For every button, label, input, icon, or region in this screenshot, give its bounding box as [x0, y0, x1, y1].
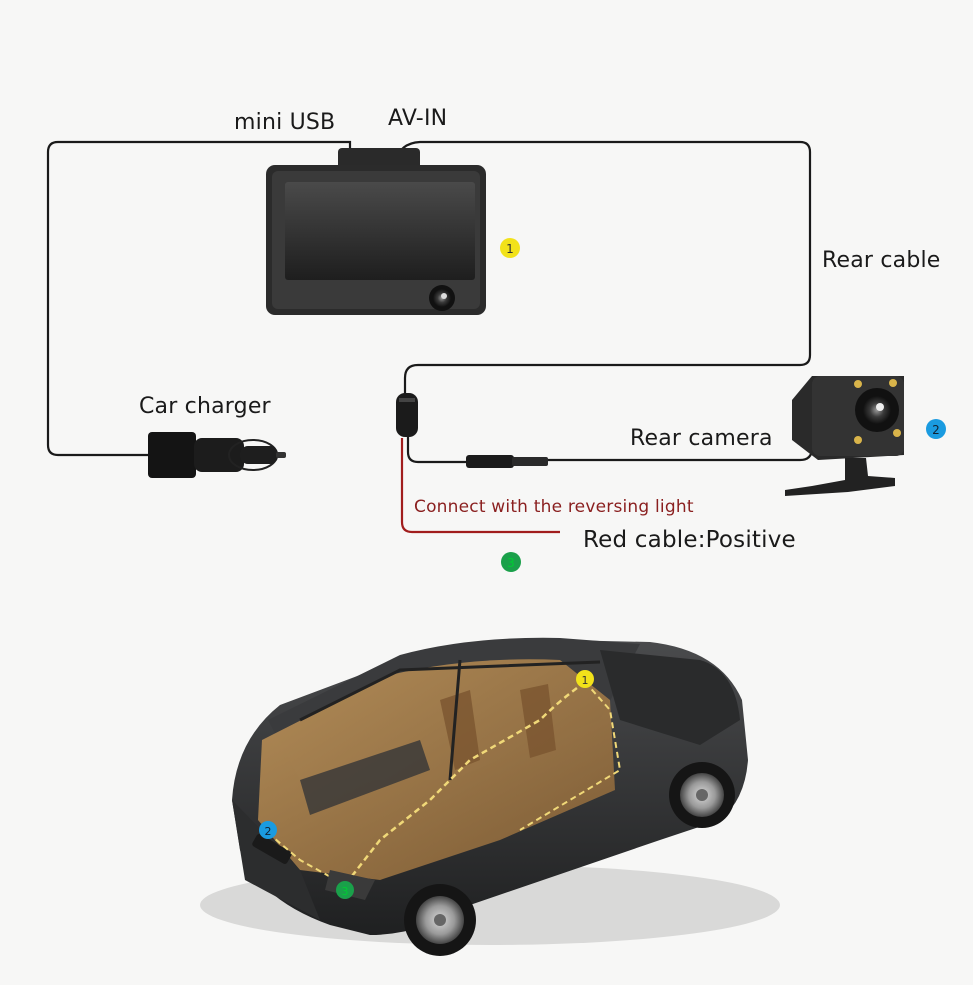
car-charger: [148, 432, 286, 478]
car-marker-1-dot: [576, 670, 594, 688]
marker-2: 2: [926, 419, 946, 439]
dashcam-device: [266, 148, 486, 315]
car-marker-2-num: 2: [265, 825, 272, 838]
car-marker-1-num: 1: [582, 674, 589, 687]
av-in-label: AV-IN: [388, 106, 448, 131]
marker-1-dot: [500, 238, 520, 258]
car-illustration: [200, 637, 780, 956]
rear-camera-label: Rear camera: [630, 426, 773, 451]
marker-3-dot: [501, 552, 521, 572]
rear-cable-label: Rear cable: [822, 248, 941, 273]
marker-2-num: 2: [932, 423, 940, 437]
marker-1: 1: [500, 238, 520, 258]
reversing-light-label: Connect with the reversing light: [414, 497, 694, 517]
car-marker-3-dot: [336, 881, 354, 899]
marker-2-dot: [926, 419, 946, 439]
car-marker-2: 2: [259, 821, 277, 839]
car-charger-label: Car charger: [139, 394, 271, 419]
rca-connector: [466, 455, 548, 468]
red-cable: [400, 438, 560, 534]
marker-1-num: 1: [506, 242, 514, 256]
mini-usb-label: mini USB: [234, 110, 336, 135]
car-marker-3-num: 3: [342, 885, 349, 898]
mini-usb-cable: [46, 140, 352, 457]
marker-3-num: 3: [507, 556, 515, 570]
car-marker-3: 3: [336, 881, 354, 899]
cable-connector: [396, 393, 418, 437]
red-cable-label: Red cable:Positive: [583, 527, 796, 553]
rear-camera: [785, 376, 904, 496]
marker-3: 3: [501, 552, 521, 572]
car-marker-2-dot: [259, 821, 277, 839]
car-marker-1: 1: [576, 670, 594, 688]
